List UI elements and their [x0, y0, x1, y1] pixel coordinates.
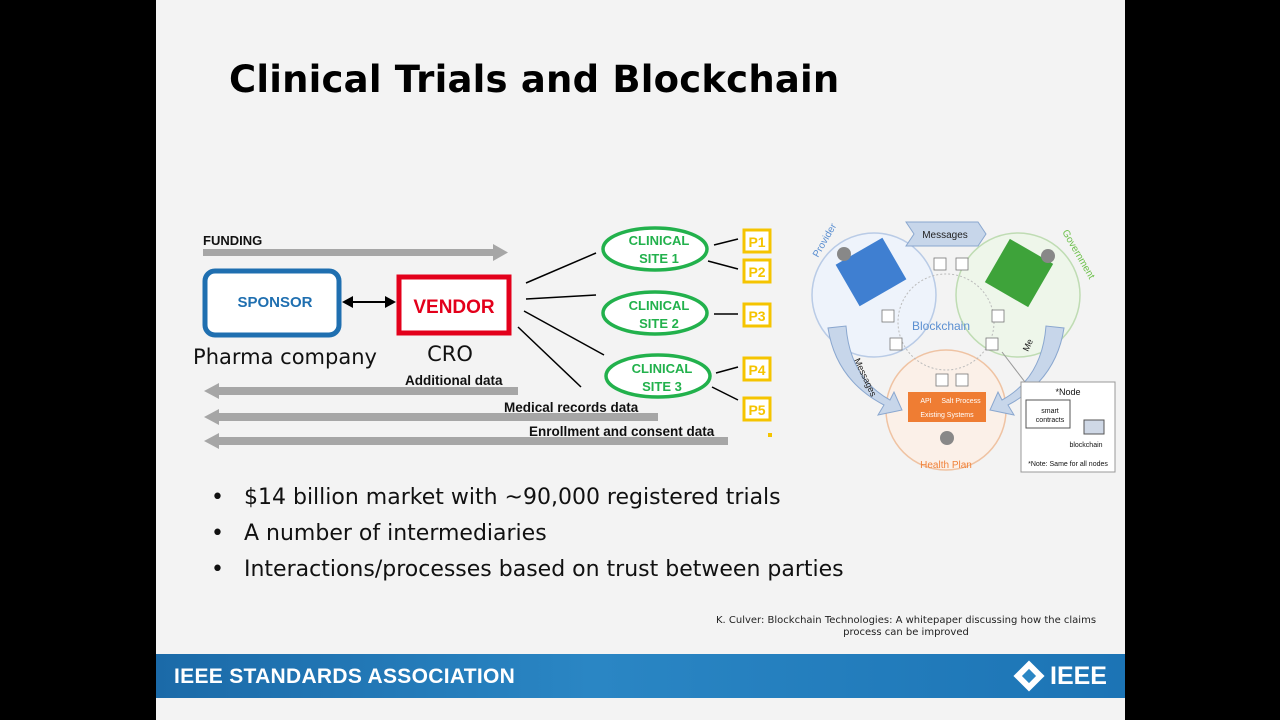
patient-p4-label: P4 — [748, 362, 765, 378]
messages-right-label: Me — [1021, 337, 1035, 353]
vendor-label: VENDOR — [413, 297, 495, 318]
health-plan-system-block — [908, 392, 986, 422]
return-arrow-additional-data — [204, 383, 518, 399]
patient-extra-mark — [768, 433, 772, 437]
footer-bar: IEEE STANDARDS ASSOCIATION IEEE — [156, 654, 1125, 698]
slide: Clinical Trials and Blockchain FUNDING S… — [156, 0, 1125, 720]
citation-line-2: process can be improved — [843, 627, 969, 638]
patient-p3-label: P3 — [748, 308, 765, 324]
site-1-line1: CLINICAL — [629, 233, 690, 248]
site-patient-connectors — [707, 238, 739, 401]
enrollment-label: Enrollment and consent data — [529, 424, 715, 439]
sponsor-vendor-arrow — [342, 296, 396, 308]
provider-system-block — [835, 237, 907, 307]
patient-p5: P5 — [742, 396, 772, 422]
provider-person-icon — [837, 247, 851, 261]
return-arrow-enrollment — [204, 433, 728, 449]
slide-title: Clinical Trials and Blockchain — [229, 58, 840, 101]
node-note: *Note: Same for all nodes — [1028, 461, 1108, 468]
node-contracts-1: smart — [1041, 408, 1059, 415]
messages-top-label: Messages — [922, 230, 968, 241]
bullet-item: Interactions/processes based on trust be… — [211, 552, 844, 588]
sponsor-box — [202, 268, 342, 338]
blockchain-node-blocks — [881, 257, 1005, 387]
additional-data-label: Additional data — [405, 373, 503, 388]
patient-p4: P4 — [742, 356, 772, 382]
sponsor-caption: Pharma company — [193, 345, 377, 369]
government-system-block — [984, 238, 1054, 308]
hp-systems-label: Existing Systems — [920, 412, 974, 419]
blockchain-network-diagram: Messages Messages Me Provider Government… — [811, 221, 1116, 473]
citation-line-1: K. Culver: Blockchain Technologies: A wh… — [715, 615, 1097, 626]
smart-contracts-doc — [1025, 399, 1071, 429]
patient-p2-label: P2 — [748, 264, 765, 280]
patient-p2: P2 — [742, 258, 772, 284]
funding-arrow — [203, 244, 508, 261]
blockchain-stack-icon — [1083, 419, 1105, 435]
messages-left-arrow — [827, 325, 903, 416]
site-3-line1: CLINICAL — [632, 361, 693, 376]
bullet-item: $14 billion market with ~90,000 register… — [211, 480, 844, 516]
site-2-line2: SITE 2 — [639, 316, 679, 331]
messages-right-arrow — [989, 325, 1065, 416]
ieee-diamond-icon — [1013, 660, 1045, 692]
site-3-line2: SITE 3 — [642, 379, 682, 394]
bullet-list: $14 billion market with ~90,000 register… — [211, 480, 844, 588]
ieee-logo-text: IEEE — [1050, 661, 1107, 690]
messages-top-arrow — [905, 221, 987, 247]
patient-p1-label: P1 — [748, 234, 765, 250]
clinical-site-1: CLINICAL SITE 1 — [601, 226, 709, 272]
funding-label: FUNDING — [203, 233, 262, 248]
site-1-line2: SITE 1 — [639, 251, 679, 266]
health-plan-person-icon — [940, 431, 954, 445]
return-arrow-medical-records — [204, 409, 658, 425]
patient-p1: P1 — [742, 228, 772, 254]
hp-api-label: API — [920, 398, 931, 405]
node-callout-line — [1001, 351, 1029, 387]
health-plan-label: Health Plan — [920, 460, 972, 471]
clinical-site-3: CLINICAL SITE 3 — [604, 353, 712, 399]
node-blockchain-label: blockchain — [1069, 442, 1102, 449]
bullet-item: A number of intermediaries — [211, 516, 844, 552]
node-contracts-2: contracts — [1036, 417, 1065, 424]
clinical-site-2: CLINICAL SITE 2 — [601, 290, 709, 336]
node-title: *Node — [1055, 387, 1080, 397]
footer-org-name: IEEE STANDARDS ASSOCIATION — [174, 665, 516, 688]
vendor-site-connectors — [517, 252, 605, 388]
patient-p5-label: P5 — [748, 402, 765, 418]
sponsor-label: SPONSOR — [237, 294, 312, 311]
vendor-caption: CRO — [427, 342, 473, 366]
clinical-trial-flow-diagram: FUNDING SPONSOR Pharma company VENDOR CR… — [193, 226, 772, 449]
ieee-logo: IEEE — [1013, 660, 1107, 692]
site-2-line1: CLINICAL — [629, 298, 690, 313]
blockchain-center-label: Blockchain — [912, 319, 970, 333]
citation: K. Culver: Blockchain Technologies: A wh… — [696, 615, 1116, 639]
hp-process-label: Salt Process — [941, 398, 981, 405]
medical-records-label: Medical records data — [504, 400, 639, 415]
vendor-box — [396, 274, 512, 336]
patient-p3: P3 — [742, 302, 772, 328]
government-person-icon — [1041, 249, 1055, 263]
